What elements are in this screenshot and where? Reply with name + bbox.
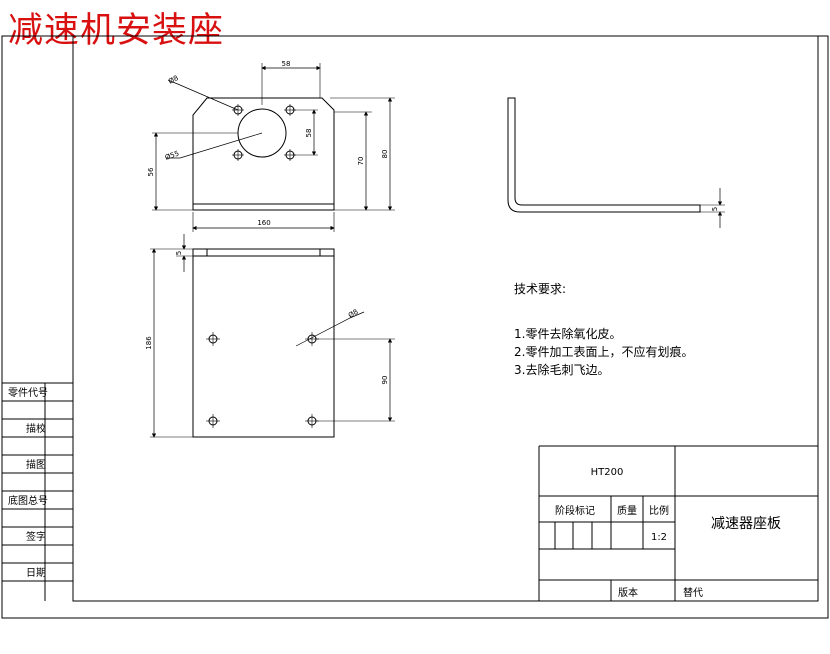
- title-version-label: 版本: [618, 586, 638, 599]
- title-ratio-value: 1:2: [651, 532, 667, 543]
- top-view: [150, 234, 395, 438]
- side-label-trace-check: 描校: [26, 422, 46, 435]
- dim-plate-hole: Ø8: [347, 308, 360, 320]
- dim-hole-spacing-side: 58: [305, 129, 313, 138]
- side-column: [2, 382, 73, 601]
- title-weight-label: 质量: [617, 505, 637, 517]
- dim-hole-small: Ø8: [167, 74, 180, 86]
- side-view: [507, 97, 725, 228]
- side-label-base-drawing-no: 底图总号: [8, 494, 48, 507]
- dim-thickness-side: 5: [711, 207, 719, 211]
- dim-width-160: 160: [257, 219, 270, 227]
- tech-req-item-3: 3.去除毛刺飞边。: [514, 362, 609, 377]
- side-label-part-code: 零件代号: [8, 387, 48, 399]
- dim-spacing-90: 90: [381, 376, 389, 385]
- title-stage-mark: 阶段标记: [555, 504, 595, 517]
- side-label-signature: 签字: [26, 530, 46, 543]
- title-material: HT200: [591, 467, 624, 478]
- title-part-name: 减速器座板: [711, 516, 781, 532]
- side-label-trace-drawing: 描图: [26, 458, 46, 471]
- outer-border: [1, 35, 829, 619]
- title-ratio-label: 比例: [649, 504, 669, 517]
- dim-height-80: 80: [381, 150, 389, 159]
- dim-hole-center: Ø55: [164, 149, 180, 161]
- inner-border: [72, 35, 819, 602]
- banner-title: 减速机安装座: [8, 11, 225, 51]
- dim-length-186: 186: [145, 336, 153, 350]
- title-block: [538, 445, 818, 601]
- tech-req-item-1: 1.零件去除氧化皮。: [514, 326, 621, 341]
- tech-req-item-2: 2.零件加工表面上，不应有划痕。: [514, 344, 693, 359]
- dim-hole-spacing-top: 58: [282, 60, 291, 68]
- dim-height-56: 56: [147, 167, 155, 176]
- dim-thickness-top: 5: [175, 251, 183, 255]
- title-replace-label: 替代: [683, 586, 703, 599]
- tech-req-heading: 技术要求:: [514, 282, 566, 296]
- dim-height-70: 70: [357, 157, 365, 166]
- front-view: [152, 63, 395, 232]
- side-label-date: 日期: [26, 567, 46, 579]
